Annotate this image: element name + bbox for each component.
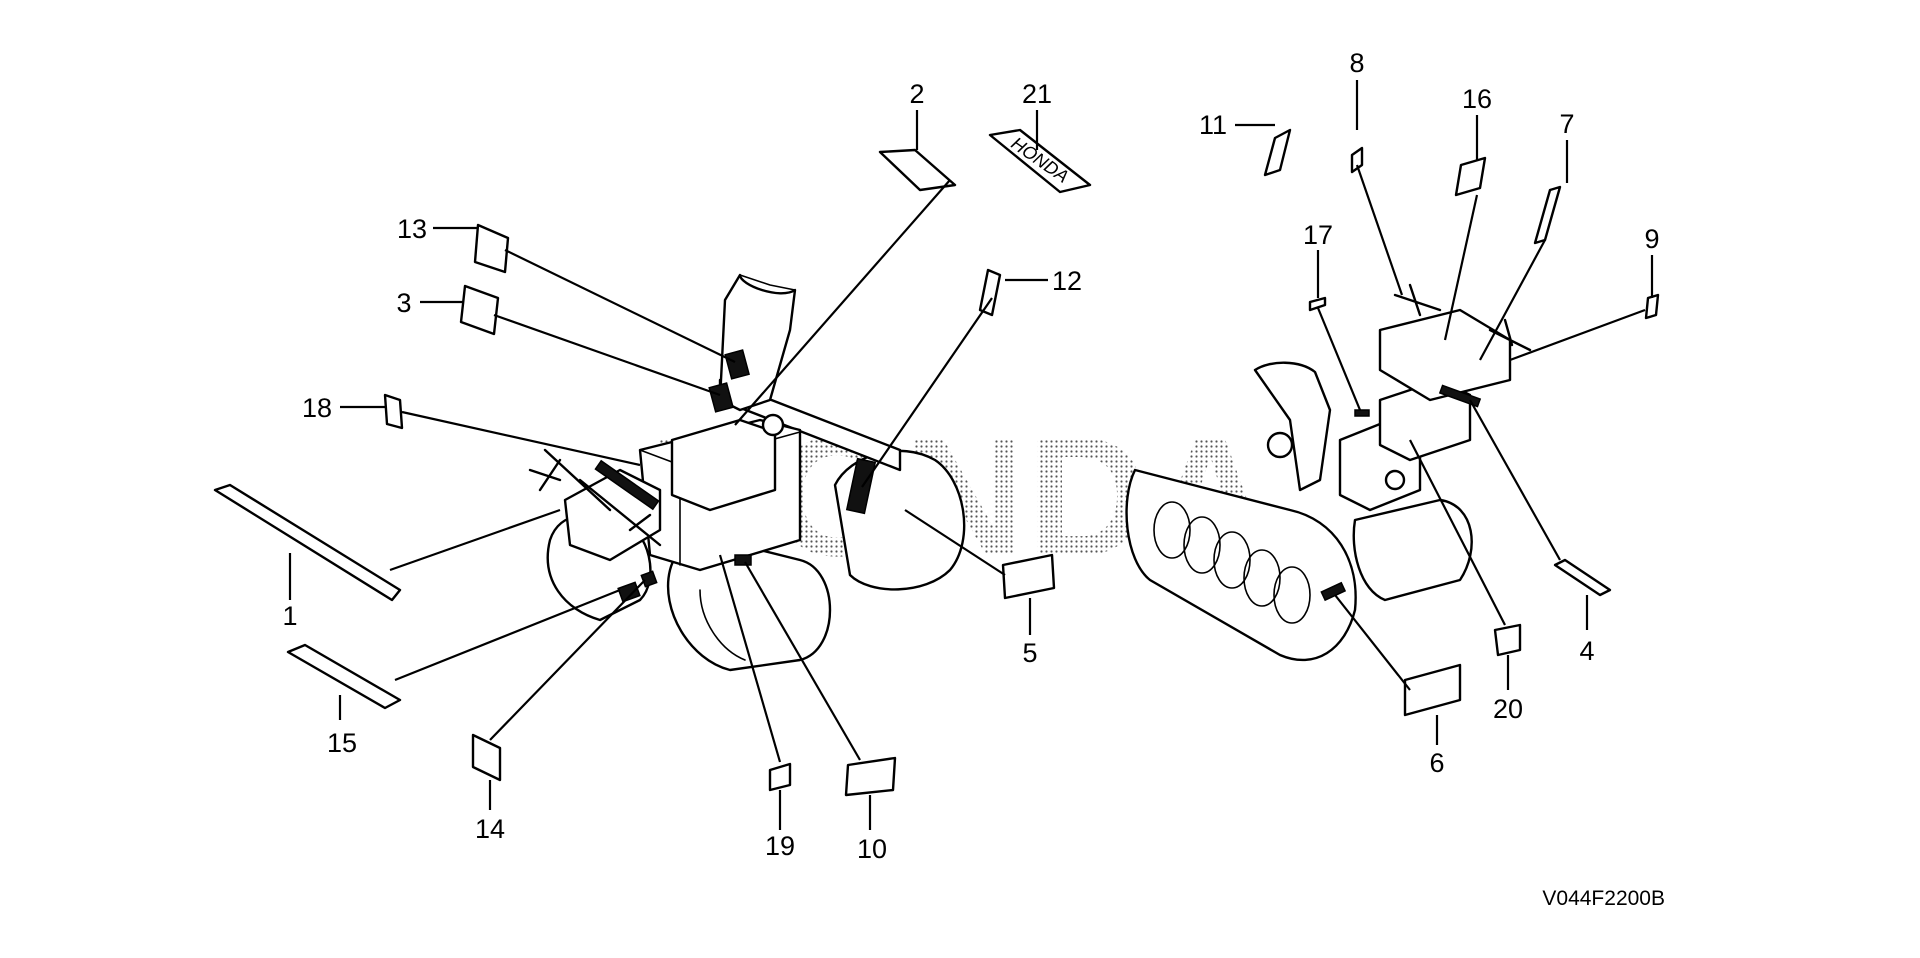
label-part-10 (844, 756, 897, 797)
drawing-code: V044F2200B (1542, 887, 1665, 910)
callout-16: 16 (1462, 84, 1492, 114)
label-part-3 (459, 284, 500, 336)
label-part-14 (471, 733, 502, 782)
front-dashboard (1378, 308, 1512, 402)
front-light (1266, 431, 1294, 459)
callout-19: 19 (765, 831, 795, 861)
snowblower-front-view (1125, 283, 1532, 662)
front-track (1352, 498, 1473, 602)
engine-decal (734, 554, 752, 566)
front-handle-left (1393, 283, 1442, 317)
callout-17: 17 (1303, 220, 1333, 250)
label-part-6 (1403, 663, 1462, 717)
callout-2: 2 (909, 79, 924, 109)
chute-decal-lower (708, 382, 734, 413)
callout-6: 6 (1429, 748, 1444, 778)
callout-3: 3 (396, 288, 411, 318)
label-part-17 (1308, 296, 1327, 312)
handle-left (528, 448, 612, 512)
snowblower-rear-view (528, 273, 966, 672)
label-part-16 (1454, 156, 1487, 197)
label-part-13 (473, 223, 510, 274)
callout-5: 5 (1022, 638, 1037, 668)
label-part-15 (286, 643, 402, 710)
label-part-19 (768, 762, 792, 792)
label-part-1 (213, 483, 402, 602)
discharge-chute (718, 273, 797, 412)
leader-lines (288, 80, 1654, 830)
front-chute (1253, 361, 1332, 492)
callout-9: 9 (1644, 224, 1659, 254)
panel-decal-long (594, 459, 660, 511)
callout-12: 12 (1052, 266, 1082, 296)
chute-decal-upper (724, 349, 750, 380)
label-part-9 (1644, 293, 1660, 320)
label-part-4 (1553, 558, 1612, 597)
callout-14: 14 (475, 814, 505, 844)
callout-10: 10 (857, 834, 887, 864)
callout-4: 4 (1579, 636, 1594, 666)
front-chute-decal (1354, 409, 1370, 417)
label-part-11 (1263, 128, 1292, 177)
auger-housing-front (1125, 468, 1357, 662)
label-parts: HONDA (213, 128, 1660, 797)
fuel-cap (761, 413, 785, 437)
label-part-18 (383, 393, 404, 430)
callout-21: 21 (1022, 79, 1052, 109)
handle-right (578, 478, 662, 547)
label-part-12 (978, 268, 1002, 317)
label-part-7 (1533, 185, 1562, 245)
front-cap (1384, 469, 1406, 491)
callout-15: 15 (327, 728, 357, 758)
callout-18: 18 (302, 393, 332, 423)
callout-labels: 1 2 3 4 5 6 7 8 9 10 11 12 13 14 15 16 1… (282, 48, 1659, 864)
auger-blades (1153, 501, 1311, 624)
callout-8: 8 (1349, 48, 1364, 78)
label-part-21: HONDA (988, 128, 1092, 194)
callout-1: 1 (282, 601, 297, 631)
front-handle-right (1488, 318, 1532, 352)
callout-13: 13 (397, 214, 427, 244)
callout-7: 7 (1559, 109, 1574, 139)
housing-decal (845, 457, 877, 515)
label-part-20 (1493, 623, 1522, 657)
label-part-8 (1350, 146, 1364, 174)
label-part-5 (1001, 553, 1056, 600)
callout-20: 20 (1493, 694, 1523, 724)
emblem-text: HONDA (1008, 133, 1073, 187)
callout-11: 11 (1199, 110, 1227, 140)
label-part-2 (878, 148, 957, 192)
